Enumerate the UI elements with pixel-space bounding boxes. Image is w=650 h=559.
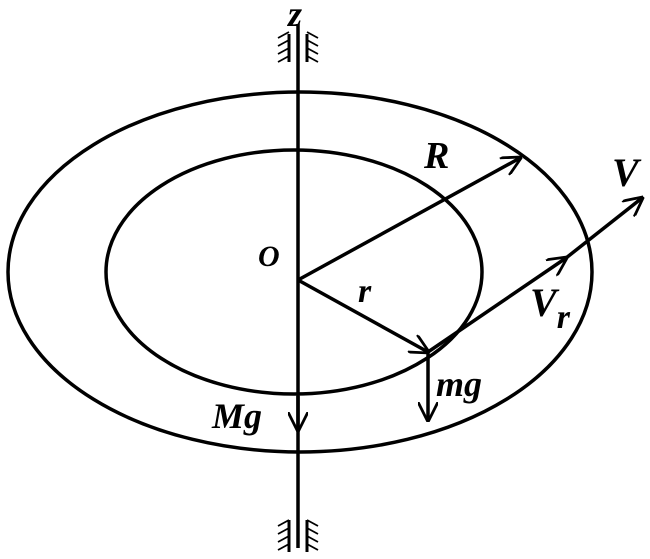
relative-velocity-label: Vr (530, 280, 571, 336)
relative-velocity-arrow (427, 258, 566, 354)
outer-ring (6, 90, 594, 454)
radius-r-arrow (297, 278, 428, 352)
relative-velocity-main: V (530, 280, 560, 325)
inner-ring (104, 148, 484, 396)
small-weight-label: mg (436, 364, 482, 404)
relative-velocity-subscript: r (557, 299, 571, 336)
bottom-bearing (277, 519, 319, 552)
radius-R-arrow (297, 158, 520, 282)
large-weight-label: Mg (211, 396, 262, 436)
velocity-arrow (564, 198, 642, 260)
z-axis-label: z (286, 0, 302, 34)
top-bearing (277, 31, 319, 63)
velocity-label: V (612, 150, 642, 195)
origin-label: O (258, 240, 280, 273)
outer-radius-label: R (423, 135, 449, 177)
inner-radius-label: r (358, 273, 372, 310)
